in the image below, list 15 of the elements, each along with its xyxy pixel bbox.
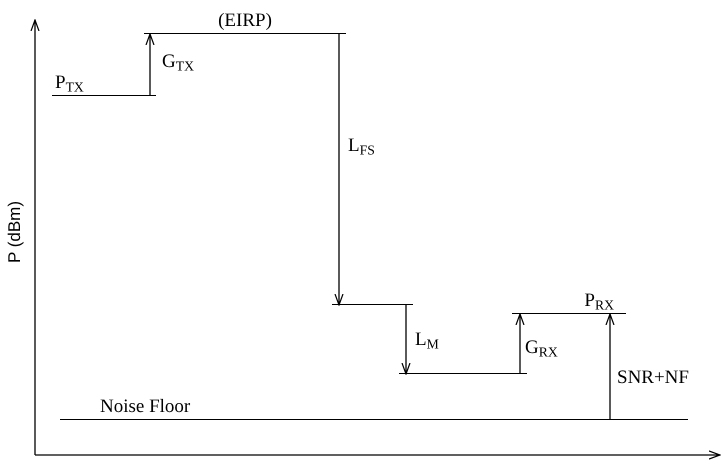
axis-title: P (dBm) [5,200,26,264]
level-label: (EIRP) [218,11,272,33]
edge-label: G$_{RX}$ [525,338,558,357]
level-line [60,396,688,420]
level-label: P$_{RX}$ [583,291,615,313]
arrow [401,305,411,375]
edge-label: L$_{FS}$ [348,136,375,155]
level-label: P$_{TX}$ [54,73,85,95]
edge-label: G$_{TX}$ [162,52,194,71]
arrow [605,313,615,420]
edge-label: L$_{M}$ [415,330,439,349]
level-label: Noise Floor [99,397,192,419]
arrow [515,313,525,374]
arrow [334,34,344,306]
arrow [145,33,155,96]
